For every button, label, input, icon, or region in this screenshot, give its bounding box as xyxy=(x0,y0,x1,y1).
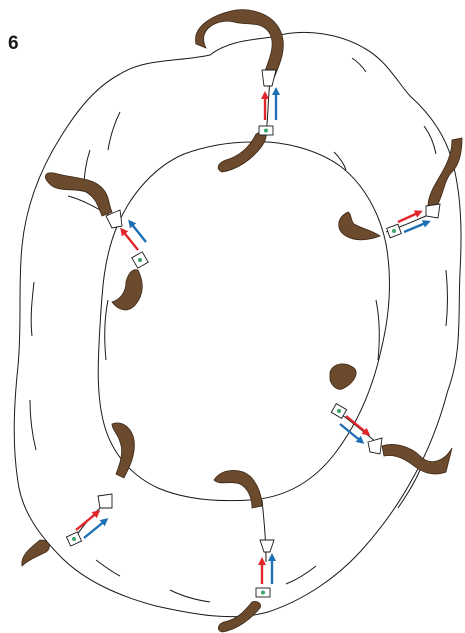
buckle xyxy=(426,204,440,218)
buckle-dot xyxy=(264,129,268,133)
buckle-dot xyxy=(337,409,341,413)
strap xyxy=(22,540,50,566)
buckle xyxy=(98,494,112,508)
buckle-dot xyxy=(261,591,265,595)
buckle-dot xyxy=(392,229,396,233)
tube-ring xyxy=(14,32,461,616)
buckle-dot xyxy=(138,258,142,262)
buckle-dot xyxy=(72,537,76,541)
